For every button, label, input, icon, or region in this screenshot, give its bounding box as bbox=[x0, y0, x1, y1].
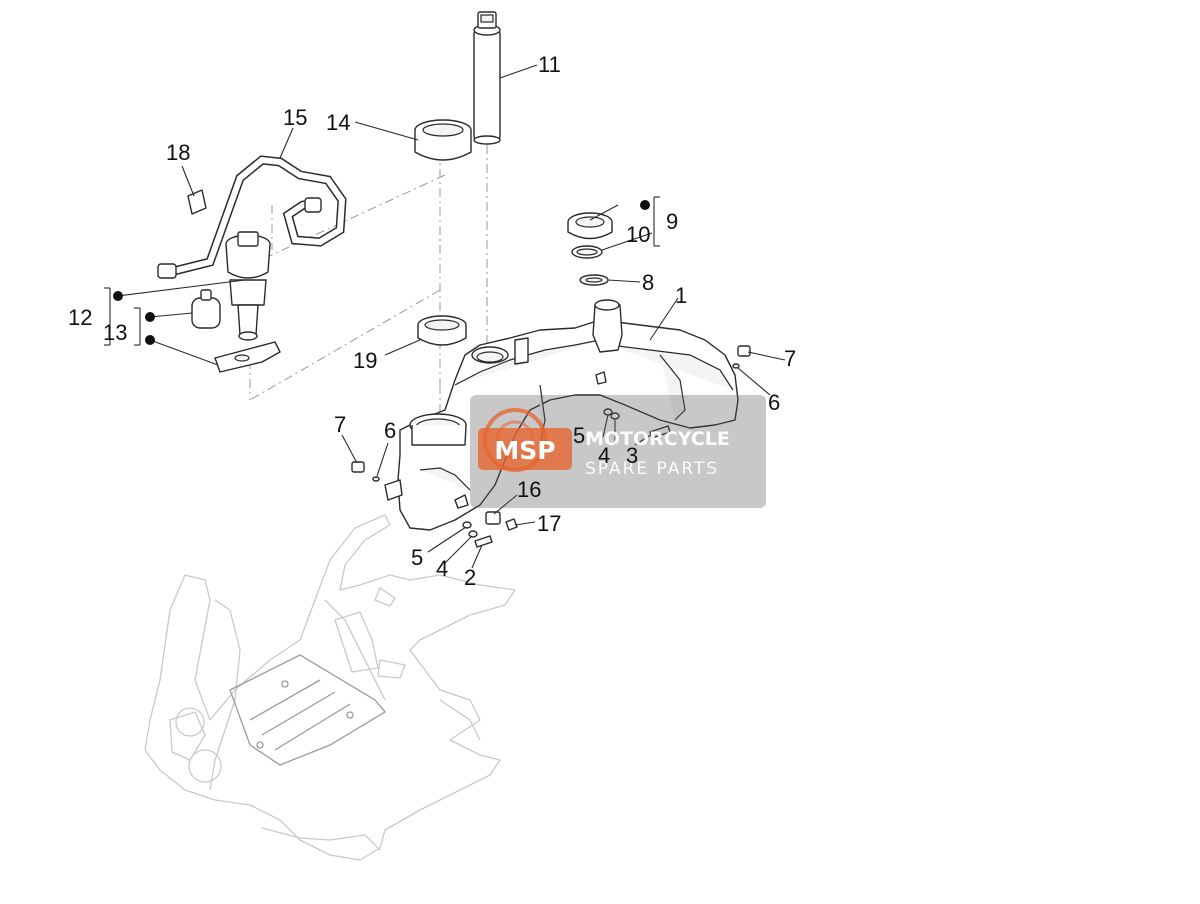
callout-4-upper: 4 bbox=[598, 443, 610, 468]
filler-cap bbox=[567, 212, 613, 286]
callout-6-right: 6 bbox=[768, 390, 780, 415]
callout-6-left: 6 bbox=[384, 418, 396, 443]
fuel-filter bbox=[191, 289, 221, 329]
callout-3: 3 bbox=[626, 443, 638, 468]
watermark-line2: SPARE PARTS bbox=[585, 459, 719, 479]
watermark-line1: MOTORCYCLE bbox=[585, 428, 730, 450]
callout-14: 14 bbox=[326, 110, 350, 135]
callout-1: 1 bbox=[675, 283, 687, 308]
callout-2: 2 bbox=[464, 565, 476, 590]
callout-15: 15 bbox=[283, 105, 307, 130]
callout-19: 19 bbox=[353, 348, 377, 373]
bullet-13a bbox=[145, 312, 155, 322]
callout-13: 13 bbox=[103, 320, 127, 345]
watermark: MSP MOTORCYCLE SPARE PARTS bbox=[470, 395, 766, 508]
callout-8: 8 bbox=[642, 270, 654, 295]
fuel-level-sender bbox=[473, 11, 501, 145]
callout-4-lower: 4 bbox=[436, 556, 448, 581]
watermark-logo-text: MSP bbox=[494, 436, 555, 465]
callout-7-right: 7 bbox=[784, 346, 796, 371]
watermark-panel bbox=[470, 395, 766, 508]
callout-5-lower: 5 bbox=[411, 545, 423, 570]
fuel-tank bbox=[384, 299, 739, 531]
callout-9: 9 bbox=[666, 209, 678, 234]
callout-7-left: 7 bbox=[334, 412, 346, 437]
callout-10: 10 bbox=[626, 222, 650, 247]
watermark-logo: MSP bbox=[478, 408, 572, 472]
callout-17: 17 bbox=[537, 511, 561, 536]
callout-12: 12 bbox=[68, 305, 92, 330]
scooter-frame bbox=[144, 514, 516, 861]
assembly-lines bbox=[249, 145, 488, 415]
fuel-hose bbox=[157, 155, 347, 279]
callout-labels: 1 2 3 4 4 5 5 6 6 7 7 8 9 10 11 12 13 14… bbox=[68, 52, 796, 590]
fuel-pump-assembly bbox=[225, 231, 271, 341]
bullet-9 bbox=[640, 200, 650, 210]
lock-ring bbox=[414, 119, 472, 161]
strainer-plate bbox=[214, 341, 281, 373]
gasket-ring bbox=[417, 315, 467, 346]
callout-11: 11 bbox=[538, 52, 561, 77]
callout-18: 18 bbox=[166, 140, 190, 165]
callout-5-upper: 5 bbox=[573, 423, 585, 448]
hardware bbox=[351, 345, 751, 548]
hose-clamp bbox=[187, 189, 207, 215]
callout-16: 16 bbox=[517, 477, 541, 502]
bullet-12 bbox=[113, 291, 123, 301]
leader-lines bbox=[104, 64, 786, 569]
bullet-13b bbox=[145, 335, 155, 345]
